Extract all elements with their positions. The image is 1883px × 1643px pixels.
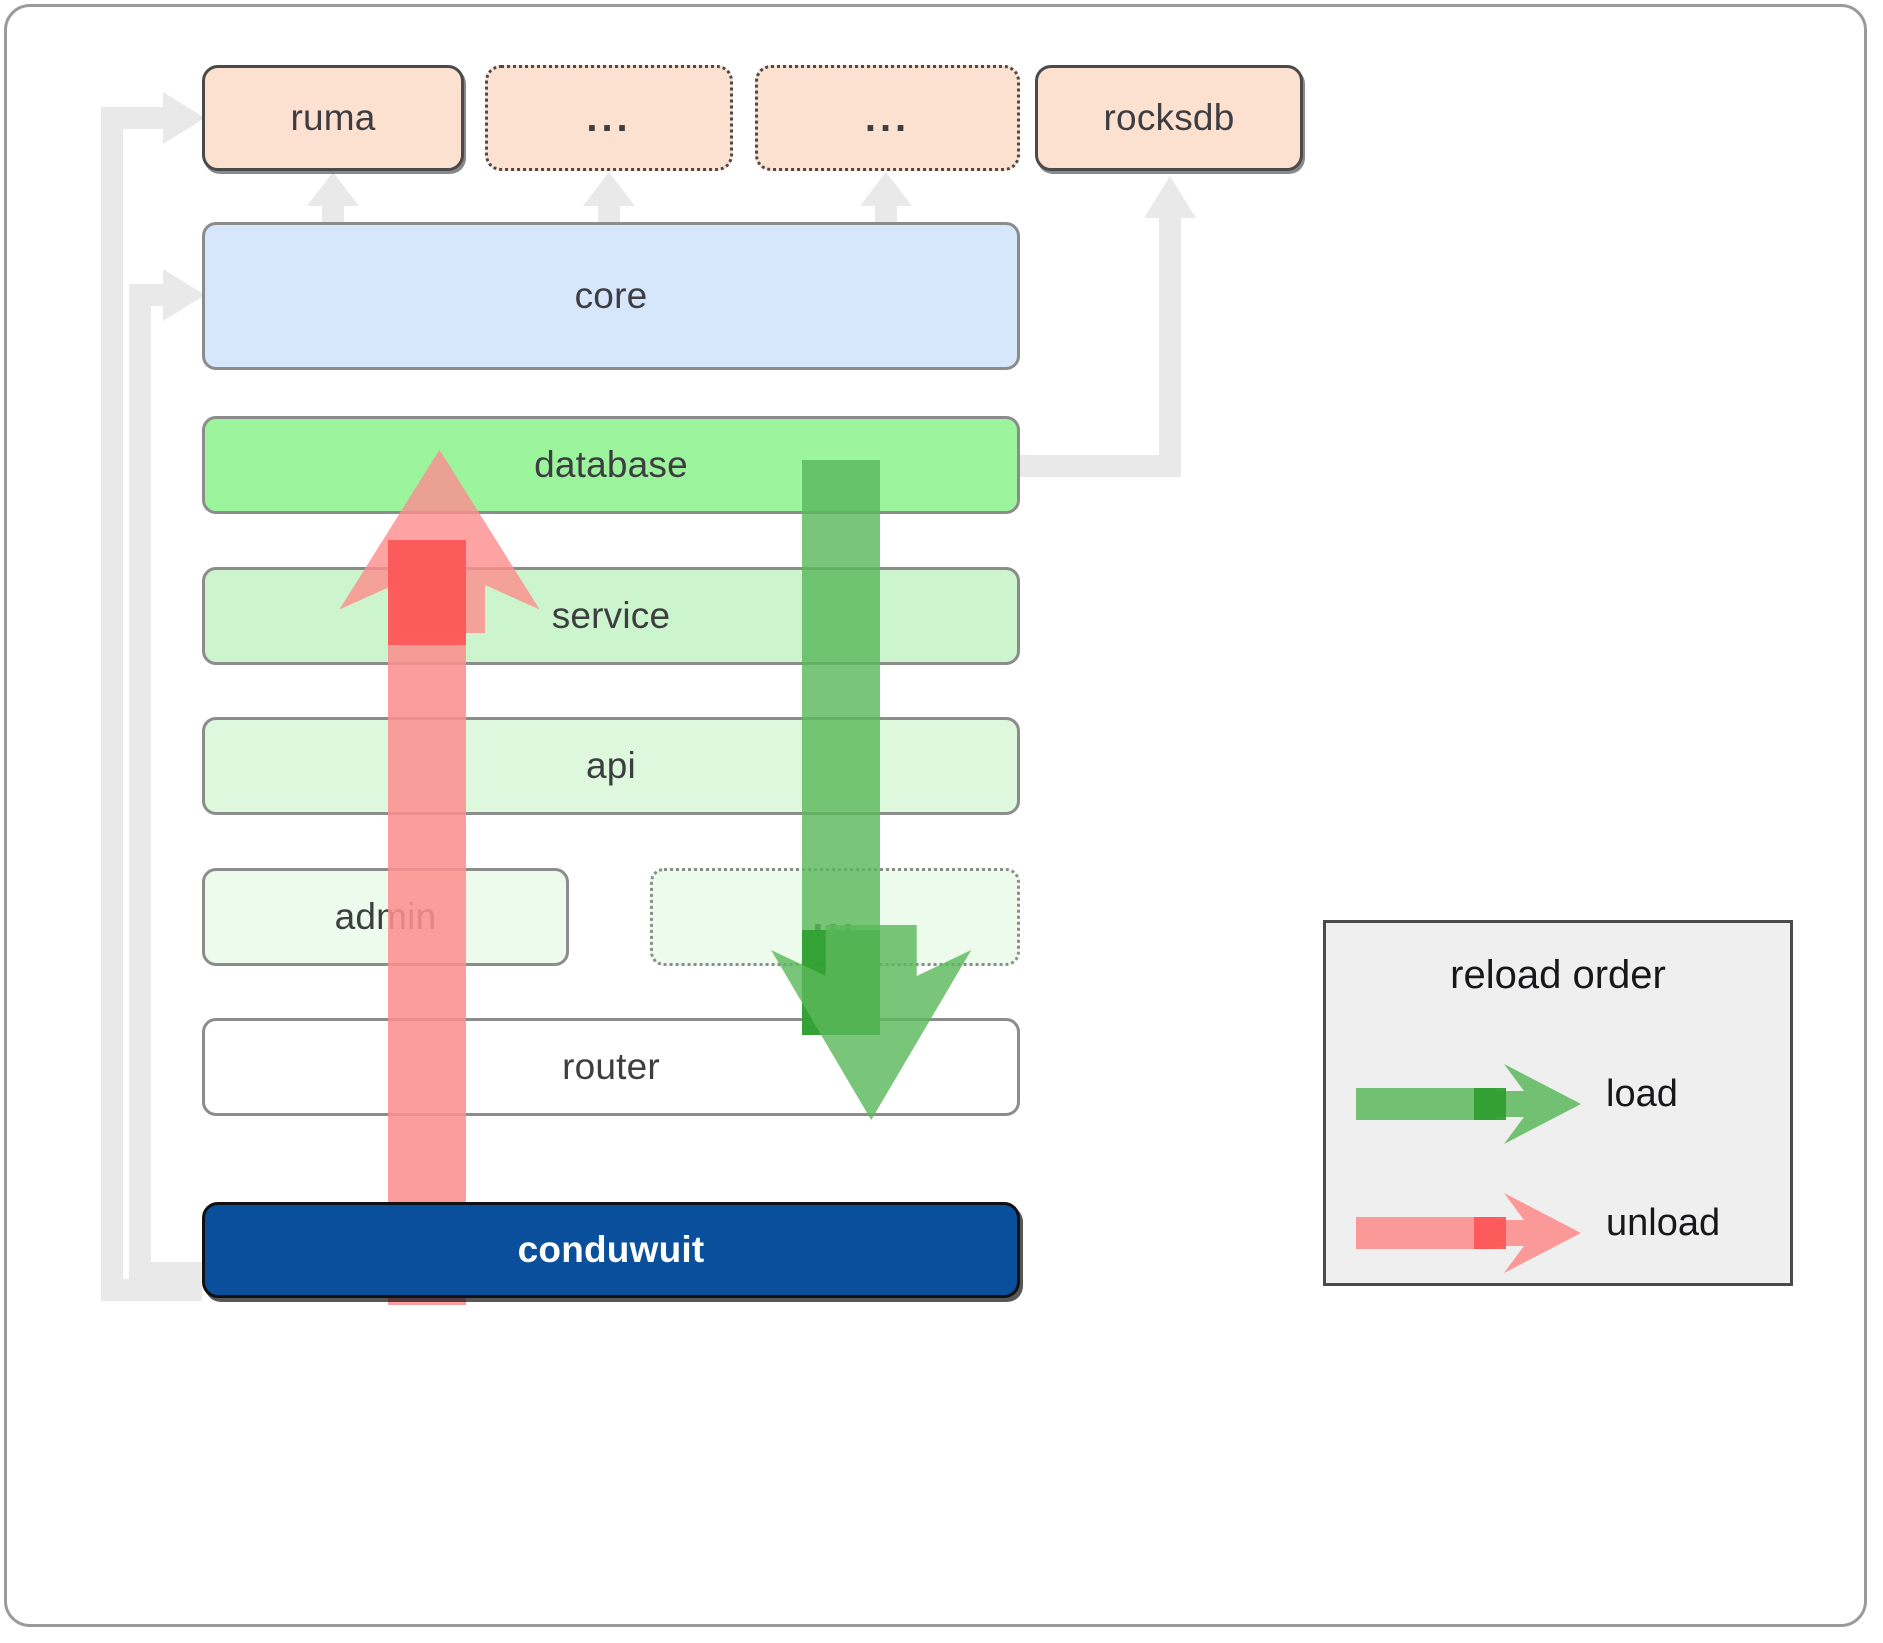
- layer-core[interactable]: core: [202, 222, 1020, 370]
- crate-more-placeholder-1[interactable]: ...: [485, 65, 733, 171]
- ellipsis-icon: ...: [864, 96, 911, 140]
- legend-reload-order: reload order load unload: [1323, 920, 1793, 1286]
- layer-core-label: core: [574, 275, 648, 316]
- load-arrow-icon: [1356, 1064, 1581, 1144]
- unload-arrow: [339, 449, 540, 1305]
- legend-label-load: load: [1606, 1073, 1678, 1115]
- app-conduwuit[interactable]: conduwuit: [202, 1202, 1020, 1298]
- crate-ruma[interactable]: ruma: [202, 65, 464, 171]
- layer-service[interactable]: service: [202, 567, 1020, 665]
- app-conduwuit-label: conduwuit: [517, 1229, 705, 1270]
- legend-row-unload: unload: [1356, 1188, 1766, 1278]
- legend-label-unload: unload: [1606, 1202, 1721, 1244]
- load-arrow: [771, 460, 972, 1120]
- legend-row-load: load: [1356, 1059, 1766, 1149]
- legend-title: reload order: [1450, 953, 1666, 997]
- crate-rocksdb-label: rocksdb: [1103, 97, 1235, 138]
- unload-arrow-icon: [1356, 1193, 1581, 1273]
- crate-ruma-label: ruma: [290, 97, 376, 138]
- crate-more-placeholder-2[interactable]: ...: [755, 65, 1020, 171]
- ellipsis-icon: ...: [586, 96, 632, 140]
- crate-rocksdb[interactable]: rocksdb: [1035, 65, 1303, 171]
